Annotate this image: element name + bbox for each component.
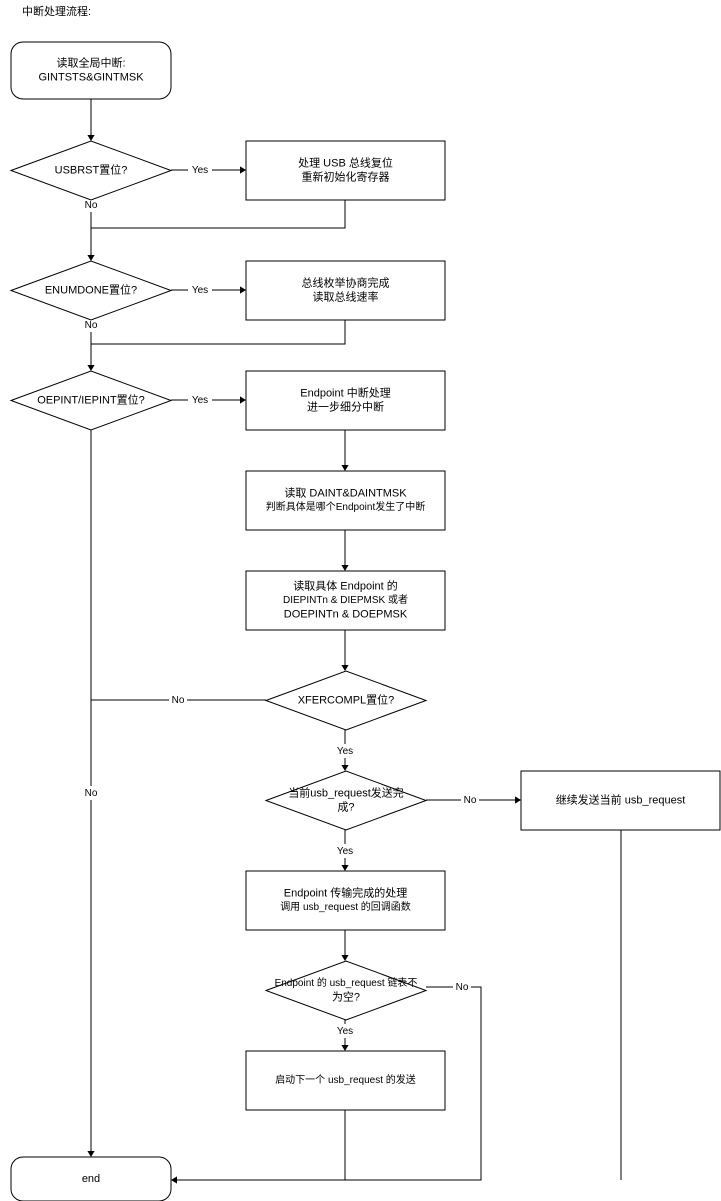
- node-label: 读取总线速率: [313, 289, 379, 303]
- process-shape: [245, 570, 446, 631]
- node-label: 总线枚举协商完成: [302, 275, 390, 289]
- node-label: 调用 usb_request 的回调函数: [280, 900, 411, 913]
- flow-node-start[interactable]: 读取全局中断: GINTSTS&GINTMSK: [10, 41, 172, 100]
- process-shape: [245, 1050, 446, 1111]
- flow-node-continue-send[interactable]: 继续发送当前 usb_request: [520, 770, 721, 831]
- decision-shape: [9, 370, 173, 431]
- flow-edge: [341, 430, 349, 471]
- flow-edge: No: [82, 198, 100, 261]
- flow-edge: [91, 200, 346, 229]
- node-label: OEPINT/IEPINT置位?: [37, 392, 145, 406]
- flow-edge: [341, 630, 349, 671]
- terminator-shape: [10, 41, 172, 100]
- decision-shape: [9, 140, 173, 201]
- terminator-shape: [10, 1156, 172, 1201]
- flow-edge: Yes: [333, 1020, 357, 1051]
- node-label: 成?: [337, 800, 354, 813]
- decision-shape: [264, 770, 428, 831]
- flow-node-epint[interactable]: OEPINT/IEPINT置位?: [9, 370, 173, 431]
- edge-label: No: [85, 200, 98, 211]
- node-label: DIEPINTn & DIEPMSK 或者: [283, 594, 408, 606]
- node-label: 启动下一个 usb_request 的发送: [275, 1073, 416, 1086]
- process-shape: [245, 370, 446, 431]
- process-shape: [245, 140, 446, 201]
- flow-edge: No: [171, 980, 482, 1184]
- flow-edge: Yes: [171, 163, 246, 177]
- flow-node-enumdone[interactable]: ENUMDONE置位?: [9, 260, 173, 321]
- process-shape: [245, 260, 446, 321]
- decision-shape: [264, 960, 428, 1021]
- flow-node-usbrst[interactable]: USBRST置位?: [9, 140, 173, 201]
- node-label: GINTSTS&GINTMSK: [38, 71, 144, 83]
- page-title: 中断处理流程:: [22, 6, 92, 18]
- node-label: XFERCOMPL置位?: [298, 692, 395, 706]
- flow-node-start-next[interactable]: 启动下一个 usb_request 的发送: [245, 1050, 446, 1111]
- node-label: ENUMDONE置位?: [45, 282, 137, 296]
- process-shape: [245, 470, 446, 531]
- node-label: 为空?: [332, 989, 360, 1003]
- edge-label: Yes: [337, 1026, 353, 1037]
- edge-label: No: [85, 320, 98, 331]
- decision-shape: [9, 260, 173, 321]
- flow-edge: Yes: [171, 393, 246, 407]
- node-label: Endpoint 中断处理: [300, 385, 390, 399]
- edge-label: Yes: [192, 285, 208, 296]
- flow-edge: Yes: [333, 830, 357, 871]
- flow-edge: [87, 99, 95, 141]
- edge-label: Yes: [337, 746, 353, 757]
- node-label: 读取 DAINT&DAINTMSK: [284, 485, 407, 499]
- flow-edge: No: [82, 430, 100, 1157]
- node-label: end: [82, 1173, 100, 1185]
- node-label: DOEPINTn & DOEPMSK: [284, 608, 408, 620]
- node-label: 当前usb_request发送完: [288, 785, 404, 799]
- flow-edge: Yes: [171, 283, 246, 297]
- process-shape: [520, 770, 721, 831]
- flow-edge: [91, 320, 346, 345]
- edge-label: Yes: [192, 165, 208, 176]
- edge-label: Yes: [192, 395, 208, 406]
- flow-edge: No: [91, 693, 266, 707]
- node-label: 重新初始化寄存器: [302, 169, 390, 183]
- flow-node-xfercompl[interactable]: XFERCOMPL置位?: [264, 670, 428, 731]
- edge-label: No: [456, 982, 469, 993]
- flow-edge: [341, 930, 349, 961]
- flow-edge: [341, 530, 349, 571]
- process-shape: [245, 870, 446, 931]
- flow-node-end[interactable]: end: [10, 1156, 172, 1201]
- node-label: Endpoint 的 usb_request 链表不: [275, 976, 418, 989]
- edge-label: No: [464, 795, 477, 806]
- node-label: Endpoint 传输完成的处理: [284, 885, 407, 899]
- edge-label: Yes: [337, 846, 353, 857]
- node-label: 继续发送当前 usb_request: [556, 792, 686, 806]
- flow-edge: Yes: [333, 730, 357, 771]
- node-label: USBRST置位?: [55, 162, 128, 176]
- node-label: 进一步细分中断: [307, 399, 384, 413]
- node-label: 判断具体是哪个Endpoint发生了中断: [266, 500, 425, 513]
- node-label: 处理 USB 总线复位: [298, 155, 393, 169]
- node-label: 读取全局中断:: [56, 55, 125, 69]
- flow-node-read-diepint[interactable]: 读取具体 Endpoint 的 DIEPINTn & DIEPMSK 或者 DOEP…: [245, 570, 446, 631]
- edge-label: No: [172, 695, 185, 706]
- node-label: 读取具体 Endpoint 的: [293, 578, 398, 592]
- decision-shape: [264, 670, 428, 731]
- flow-edge: No: [426, 793, 521, 807]
- nodes-layer: 读取全局中断: GINTSTS&GINTMSK USBRST置位? 处理 USB 总线…: [9, 41, 721, 1201]
- edge-label: No: [85, 788, 98, 799]
